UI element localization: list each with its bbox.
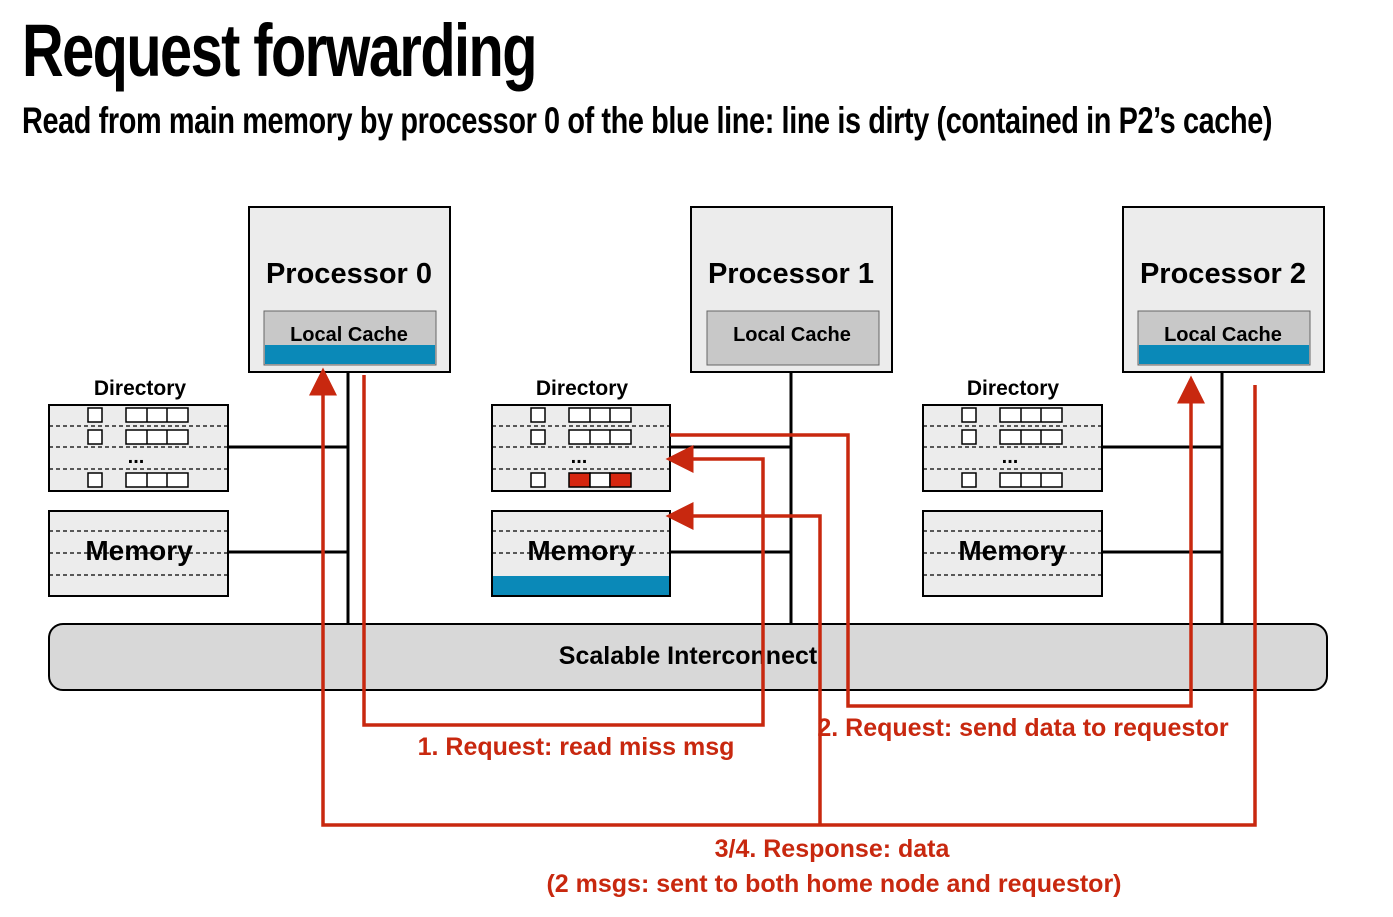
- step3-label-line1: 3/4. Response: data: [715, 835, 951, 863]
- arrow-step3-response-to-requestor: [309, 367, 1257, 827]
- processor-1-local-cache: [706, 310, 880, 366]
- node-1: Processor 1 Local Cache Directory ...: [491, 206, 893, 624]
- processor-2-cache-blue-line: [1139, 345, 1309, 364]
- memory-1-label: Memory: [527, 535, 635, 566]
- scalable-interconnect: [48, 623, 1328, 691]
- processor-1-label: Processor 1: [708, 258, 874, 290]
- memory-2-label: Memory: [958, 535, 1066, 566]
- processor-1-cache-label: Local Cache: [733, 324, 851, 346]
- directory-2-label: Directory: [967, 377, 1060, 400]
- directory-1-label: Directory: [536, 377, 629, 400]
- directory-2-ellipsis: ...: [1002, 446, 1019, 468]
- directory-0-label: Directory: [94, 377, 187, 400]
- slide-subtitle: Read from main memory by processor 0 of …: [22, 100, 1273, 141]
- directory-1-ellipsis: ...: [571, 446, 588, 468]
- processor-0-cache-blue-line: [265, 345, 435, 364]
- memory-0-label: Memory: [85, 535, 193, 566]
- arrow-step1-read-miss: [362, 375, 765, 727]
- interconnect-label: Scalable Interconnect: [559, 642, 818, 670]
- node-2: Processor 2 Local Cache Directory ...: [922, 206, 1325, 624]
- arrow-step4-response-to-home: [665, 502, 822, 825]
- step2-label: 2. Request: send data to requestor: [817, 714, 1228, 742]
- processor-0-cache-label: Local Cache: [290, 324, 408, 346]
- processor-0-label: Processor 0: [266, 258, 432, 290]
- memory-1-blue-line: [493, 576, 669, 595]
- processor-2-label: Processor 2: [1140, 258, 1306, 290]
- directory-1-dirty-entry: [568, 472, 632, 488]
- arrow-step2-forward-request: [670, 375, 1205, 708]
- node-0: Processor 0 Local Cache Directory ...: [48, 206, 451, 624]
- slide-title: Request forwarding: [22, 9, 537, 92]
- directory-0-ellipsis: ...: [128, 446, 145, 468]
- step3-label-line2: (2 msgs: sent to both home node and requ…: [546, 870, 1121, 898]
- processor-2-cache-label: Local Cache: [1164, 324, 1282, 346]
- step1-label: 1. Request: read miss msg: [418, 733, 735, 761]
